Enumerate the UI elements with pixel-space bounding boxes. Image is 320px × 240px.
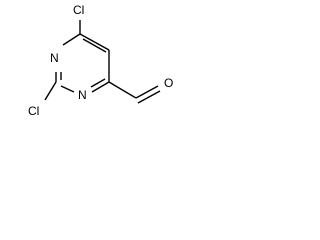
bond-c6-c5-double-inner <box>82 38 107 53</box>
molecule-structure-diagram: Cl N N Cl O <box>28 3 173 118</box>
chlorine-atom-bottom: Cl <box>28 104 39 118</box>
bond-c4-cho <box>108 81 137 99</box>
bond-c2-cl <box>44 81 57 101</box>
oxygen-atom-aldehyde: O <box>164 76 173 90</box>
bond-n3-c2 <box>60 85 75 93</box>
bond-cho-o-double-inner <box>137 90 161 104</box>
bond-n1-c6 <box>62 33 81 46</box>
nitrogen-atom-upper: N <box>50 51 59 65</box>
bond-c4-n3-double-outer <box>91 81 110 93</box>
nitrogen-atom-lower: N <box>78 88 87 102</box>
bond-c6-c5-double-outer <box>79 33 110 51</box>
chlorine-atom-top: Cl <box>73 3 84 17</box>
bond-c4-n3-double-inner <box>90 78 106 88</box>
bond-cho-o-double-outer <box>135 85 159 99</box>
